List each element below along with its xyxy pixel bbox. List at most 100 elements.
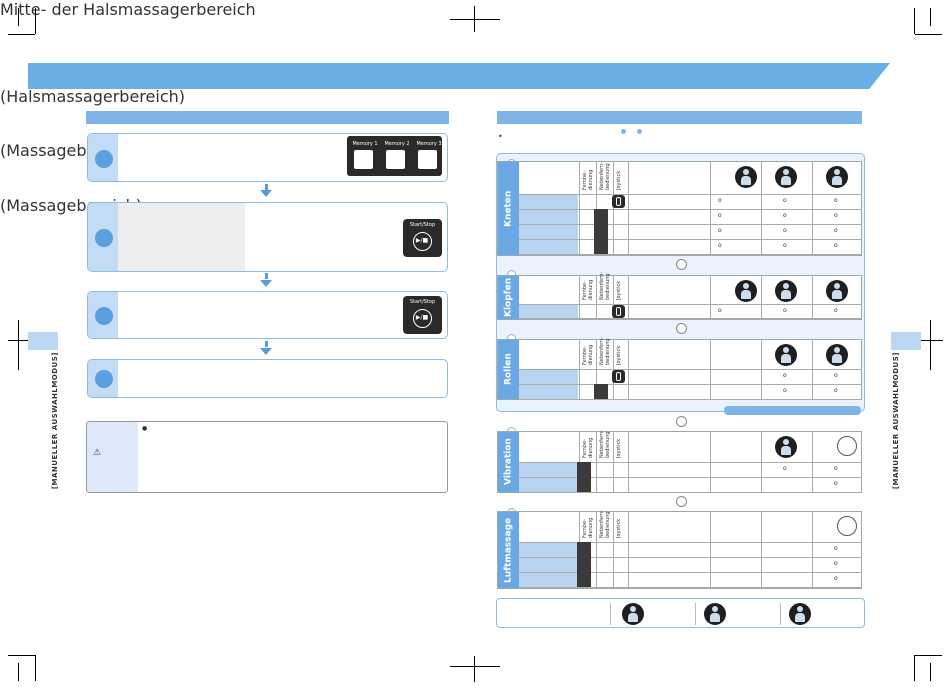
massage-mode-icon (826, 166, 848, 188)
dot-marker (621, 129, 626, 134)
massage-mode-icon (735, 166, 757, 188)
empty-mode-circle (837, 516, 857, 536)
side-label-left: [MANUELLER AUSWAHLMODUS] (51, 352, 59, 490)
legend-box (496, 598, 865, 628)
legend-divider (780, 603, 781, 625)
table-grid-line (519, 369, 862, 370)
side-tab-left (28, 332, 58, 350)
table-grid-line (519, 477, 862, 478)
column-header-joystick: Joystick (616, 345, 622, 365)
table-grid-line (596, 161, 597, 254)
arrow-stem (265, 273, 268, 279)
crop-mark (903, 340, 943, 341)
block-subtitle: (Halsmassagerbereich) (0, 87, 185, 106)
table-grid-line (596, 431, 597, 492)
table-grid-line (761, 511, 762, 587)
availability-mark: o (783, 242, 787, 249)
table-grid-line (519, 224, 862, 225)
memory-1-button[interactable]: Memory 1 (351, 141, 378, 173)
user-icon (386, 150, 405, 169)
massage-mode-icon (775, 344, 797, 366)
availability-mark: o (834, 465, 838, 472)
availability-mark: o (783, 387, 787, 394)
crop-mark (930, 8, 931, 26)
row-label-cell (519, 463, 578, 477)
table-grid-line (519, 462, 862, 463)
availability-mark: o (783, 372, 787, 379)
availability-mark: o (834, 560, 838, 567)
separator-circle (676, 496, 687, 507)
crop-mark (930, 663, 931, 681)
table-grid-line (519, 587, 862, 588)
note-pill (724, 406, 861, 415)
memory-2-button[interactable]: Memory 2 (383, 141, 410, 173)
availability-mark: o (834, 480, 838, 487)
user-icon (354, 150, 373, 169)
row-label-cell (519, 558, 578, 572)
dot-marker (637, 129, 642, 134)
user-icon (418, 150, 437, 169)
legend-divider (695, 603, 696, 625)
availability-mark: o (783, 227, 787, 234)
table-grid-line (519, 239, 862, 240)
table-grid-line (613, 511, 614, 587)
table-grid-line (519, 318, 862, 319)
table-grid-line (519, 542, 862, 543)
row-label-cell (519, 478, 578, 492)
table-grid-line (628, 161, 629, 254)
table-grid-line (628, 275, 629, 318)
table-grid-line (519, 194, 862, 195)
mode-icon-2 (704, 603, 726, 625)
separator-circle (676, 323, 687, 334)
arrow-stem (265, 184, 268, 190)
block-title: Vibration (498, 432, 519, 492)
table-grid-line (761, 431, 762, 492)
table-grid-line (519, 384, 862, 385)
table-grid-line (519, 399, 862, 400)
availability-mark: o (718, 197, 722, 204)
availability-mark: o (834, 545, 838, 552)
play-stop-icon: ▶/■ (413, 309, 432, 328)
availability-mark: o (783, 307, 787, 314)
massage-mode-icon (826, 344, 848, 366)
start-stop-button[interactable]: Start/Stop ▶/■ (403, 296, 442, 334)
intro-bullet: • (498, 132, 503, 141)
memory-3-button[interactable]: Memory 3 (415, 141, 442, 173)
availability-mark: o (834, 197, 838, 204)
crop-mark (915, 34, 942, 35)
start-stop-button[interactable]: Start/Stop ▶/■ (403, 219, 442, 257)
table-grid-line (519, 209, 862, 210)
availability-mark: o (834, 575, 838, 582)
column-header-side: Nebenfern-bedienung (599, 509, 611, 538)
table-grid-line (812, 511, 813, 587)
table-grid-line (710, 431, 711, 492)
block-subtitle: Mitte- der Halsmassagerbereich (0, 0, 256, 19)
table-grid-line (628, 431, 629, 492)
table-grid-line (596, 511, 597, 587)
arrow-down-icon (260, 280, 272, 287)
row-label-cell (519, 240, 578, 254)
joystick-icon (612, 195, 625, 208)
column-header-joystick: Joystick (616, 280, 622, 300)
table-grid-line (613, 431, 614, 492)
massage-mode-icon (775, 280, 797, 302)
crop-mark (18, 663, 19, 681)
remote-image (577, 542, 591, 587)
availability-mark: o (783, 465, 787, 472)
warning-icon: ⚠ (92, 448, 102, 458)
crop-mark (474, 656, 475, 682)
crop-mark (930, 320, 931, 370)
step-4 (87, 359, 448, 398)
availability-mark: o (834, 242, 838, 249)
table-grid-line (710, 511, 711, 587)
crop-mark (914, 8, 915, 34)
row-label-cell (519, 543, 578, 557)
joystick-icon (612, 370, 625, 383)
availability-mark: o (834, 227, 838, 234)
side-tab-right (891, 332, 921, 350)
availability-mark: o (834, 372, 838, 379)
availability-mark: o (718, 212, 722, 219)
table-grid-line (596, 275, 597, 318)
crop-mark (35, 655, 36, 681)
table-grid-line (519, 557, 862, 558)
